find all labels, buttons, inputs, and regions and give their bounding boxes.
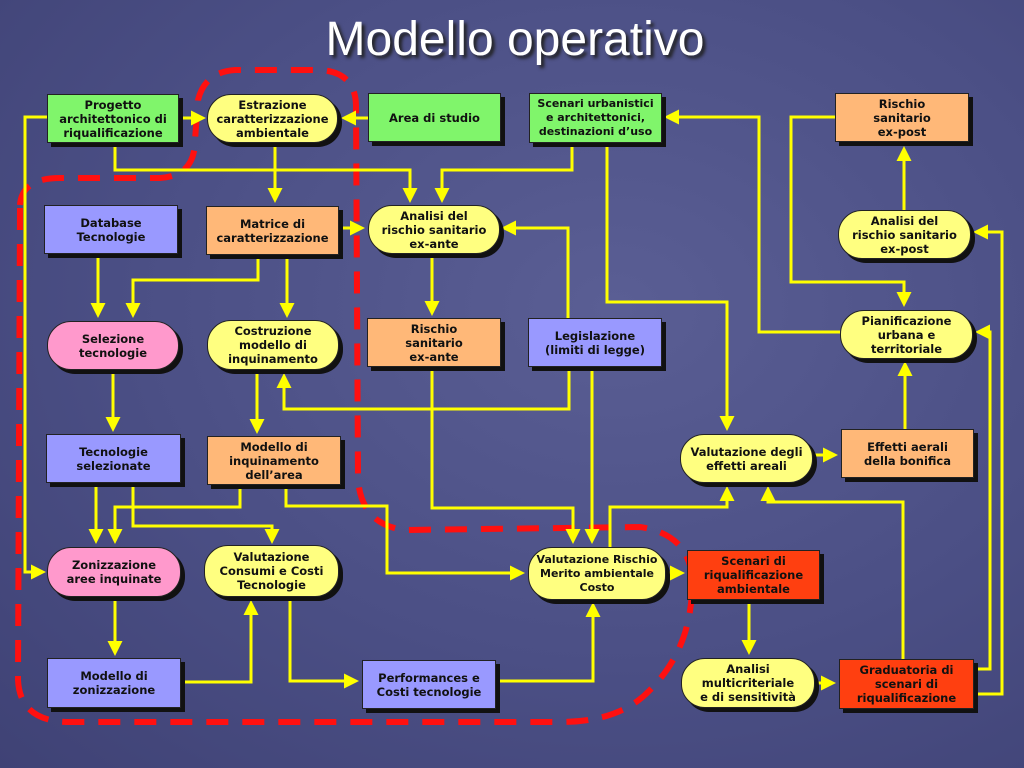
node-modello-zonizzazione: Modello di zonizzazione bbox=[47, 658, 181, 708]
arrow bbox=[288, 597, 359, 689]
node-costruzione-modello: Costruzione modello di inquinamento bbox=[207, 320, 339, 370]
arrow bbox=[131, 483, 280, 544]
node-area-di-studio: Area di studio bbox=[368, 93, 501, 142]
node-rischio-ex-post: Rischio sanitario ex-post bbox=[835, 93, 969, 142]
node-valutazione-rischio-merito: Valutazione Rischio Merito ambientale Co… bbox=[528, 547, 666, 600]
arrow bbox=[125, 255, 260, 318]
node-matrice-caratterizzazione: Matrice di caratterizzazione bbox=[206, 206, 339, 255]
slide-title: Modello operativo bbox=[325, 13, 705, 66]
node-estrazione-caratterizzazione: Estrazione caratterizzazione ambientale bbox=[207, 94, 338, 143]
arrow bbox=[284, 484, 525, 581]
arrow bbox=[760, 486, 905, 659]
arrow bbox=[430, 367, 581, 544]
arrow bbox=[23, 115, 47, 580]
node-valutazione-consumi-costi: Valutazione Consumi e Costi Tecnologie bbox=[204, 545, 339, 597]
arrow bbox=[495, 602, 601, 683]
node-graduatoria-scenari: Graduatoria di scenari di riqualificazio… bbox=[839, 659, 974, 709]
arrow bbox=[180, 600, 259, 684]
node-pianificazione-urbana: Pianificazione urbana e territoriale bbox=[840, 310, 973, 359]
arrow bbox=[434, 142, 574, 203]
arrow bbox=[605, 142, 735, 431]
arrows bbox=[23, 109, 1004, 696]
arrow bbox=[501, 220, 570, 318]
node-legislazione: Legislazione (limiti di legge) bbox=[528, 318, 662, 367]
node-tecnologie-selezionate: Tecnologie selezionate bbox=[46, 434, 181, 483]
node-modello-inquinamento-area: Modello di inquinamento dell’area bbox=[207, 436, 341, 485]
node-zonizzazione-aree: Zonizzazione aree inquinate bbox=[47, 547, 181, 597]
node-scenari-urbanistici: Scenari urbanistici e architettonici, de… bbox=[529, 93, 662, 143]
arrow bbox=[664, 109, 840, 334]
arrow bbox=[608, 486, 735, 547]
node-analisi-ex-post: Analisi del rischio sanitario ex-post bbox=[838, 210, 971, 259]
arrow bbox=[973, 324, 992, 671]
highlight-dashed-region bbox=[14, 67, 696, 725]
arrow bbox=[107, 484, 242, 544]
node-valutazione-effetti-areali: Valutazione degli effetti areali bbox=[680, 434, 813, 483]
arrow bbox=[789, 115, 912, 307]
arrow bbox=[113, 142, 418, 203]
node-effetti-aerali-bonifica: Effetti aerali della bonifica bbox=[841, 429, 974, 478]
node-analisi-multicriteriale: Analisi multicriteriale e di sensitività bbox=[681, 658, 815, 708]
node-scenari-riqualificazione: Scenari di riqualificazione ambientale bbox=[687, 550, 820, 600]
arrow bbox=[276, 367, 571, 411]
arrow bbox=[973, 224, 1004, 696]
node-selezione-tecnologie: Selezione tecnologie bbox=[47, 321, 179, 370]
node-database-tecnologie: Database Tecnologie bbox=[44, 205, 178, 254]
node-analisi-ex-ante: Analisi del rischio sanitario ex-ante bbox=[368, 205, 500, 254]
node-progetto-architettonico: Progetto architettonico di riqualificazi… bbox=[47, 94, 179, 143]
node-rischio-ex-ante: Rischio sanitario ex-ante bbox=[367, 318, 501, 367]
node-performances-costi: Performances e Costi tecnologie bbox=[362, 660, 496, 709]
